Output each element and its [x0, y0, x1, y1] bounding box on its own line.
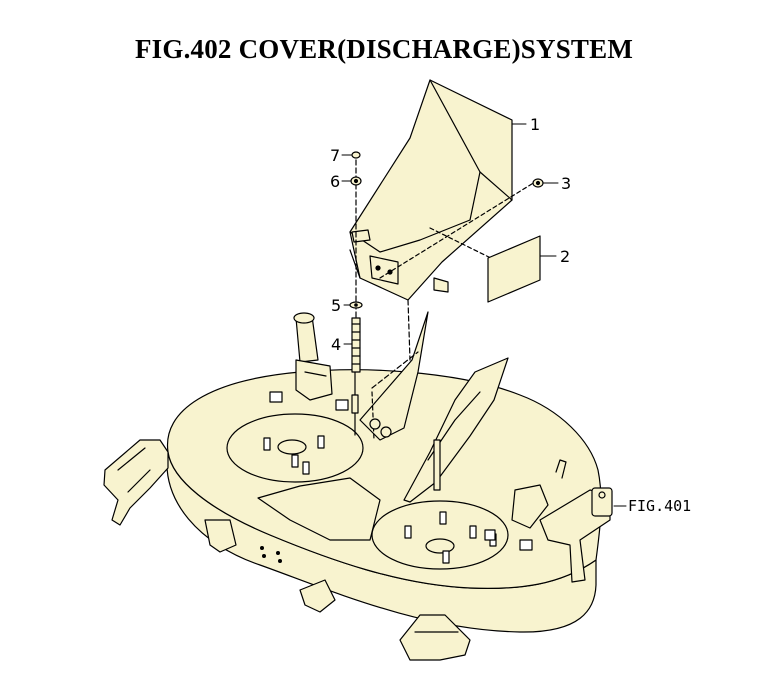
rear-left-bracket [204, 519, 237, 553]
callout-6: 6 [330, 172, 340, 191]
left-idler-post [293, 312, 333, 401]
bottom-front-bracket [399, 614, 471, 661]
page-title: FIG.402 COVER(DISCHARGE)SYSTEM [134, 34, 634, 64]
right-spindle-housing [371, 500, 509, 570]
callout-4: 4 [331, 335, 341, 354]
skirt-holes [260, 546, 282, 563]
front-left-bracket [103, 439, 169, 526]
callout-7: 7 [330, 146, 340, 165]
right-pivot-hole [598, 491, 606, 499]
left-spindle-studs [263, 435, 325, 475]
left-spindle-housing [226, 413, 364, 483]
warning-label [487, 235, 541, 303]
callout-1: 1 [530, 115, 540, 134]
discharge-cover [349, 79, 536, 361]
bushings [269, 391, 533, 551]
callout-5: 5 [331, 296, 341, 315]
right-spring [555, 459, 567, 479]
front-left-bracket-detail [117, 447, 151, 493]
callout-2: 2 [560, 247, 570, 266]
mower-deck [103, 369, 613, 661]
reference-fig401-label: FIG.401 [628, 497, 691, 515]
leader-lines [341, 123, 627, 507]
right-linkage [511, 484, 549, 529]
right-spindle-hole [425, 538, 455, 554]
callout-3: 3 [561, 174, 571, 193]
left-spindle-hole [277, 439, 307, 455]
right-pivot-block [591, 487, 613, 517]
deck-crease [257, 477, 381, 541]
nut-7 [351, 151, 361, 159]
fasteners [349, 151, 544, 373]
bottom-center-bracket [299, 579, 336, 613]
